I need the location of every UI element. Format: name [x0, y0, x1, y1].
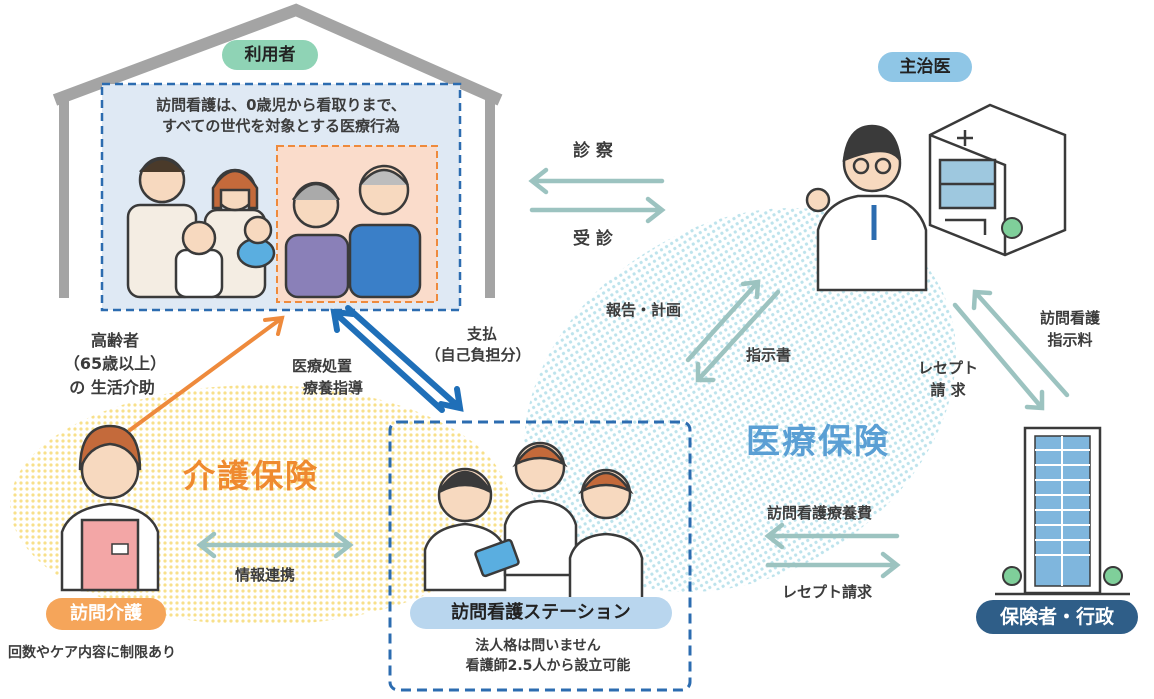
- receipt-seikyu-label: レセプト請求: [782, 583, 873, 601]
- shijiryo-line2: 指示料: [1047, 331, 1093, 349]
- shijisho-label: 指示書: [746, 346, 792, 364]
- doctor-illustration: [805, 124, 928, 292]
- station-note-line1: 法人格は問いません: [475, 638, 601, 654]
- arrow: [196, 167, 1070, 579]
- shochi-line2: 療養指導: [302, 379, 364, 397]
- user-desc-line1: 訪問看護は、0歳児から看取りまで、: [156, 96, 406, 114]
- nurses-illustration: [423, 441, 644, 602]
- shiharai-line2: （自己負担分）: [425, 346, 531, 364]
- receipt-line2: 請 求: [930, 381, 966, 399]
- station-note-line2: 看護師2.5人から設立可能: [465, 658, 631, 674]
- arrow: [330, 305, 464, 413]
- caregiver-illustration: [60, 424, 160, 592]
- station-frame: [388, 420, 692, 692]
- hospital-icon: [928, 103, 1067, 257]
- user-label: 利用者: [222, 40, 318, 70]
- ryoyohi-label: 訪問看護療養費: [767, 504, 873, 522]
- koreisha-line1: 高齢者: [90, 331, 140, 350]
- home-care-note: 回数やケア内容に制限あり: [8, 645, 176, 661]
- jushin-label: 受 診: [573, 229, 613, 249]
- family-illustration: [126, 156, 422, 299]
- koreisha-line3: の 生活介助: [69, 378, 155, 397]
- shijiryo-line1: 訪問看護: [1039, 309, 1101, 327]
- koreisha-line2: （65歳以上）: [63, 354, 167, 373]
- doctor-label: 主治医: [878, 52, 972, 82]
- iryo-zone: [524, 207, 956, 593]
- insurer-label: 保険者・行政: [976, 600, 1138, 634]
- joho-label: 情報連携: [235, 566, 296, 584]
- receipt-line1: レセプト: [917, 359, 979, 377]
- office-building-icon: [995, 426, 1130, 596]
- iryo-zone-label: 医療保険: [746, 422, 890, 462]
- houkoku-label: 報告・計画: [606, 301, 682, 319]
- shiharai-line1: 支払: [466, 325, 498, 343]
- kaigo-zone-label: 介護保険: [183, 457, 320, 495]
- shinsatsu-label: 診 察: [573, 141, 613, 161]
- arrow: [128, 315, 285, 432]
- station-label: 訪問看護ステーション: [410, 597, 672, 629]
- user-desc-line2: すべての世代を対象とする医療行為: [162, 117, 400, 135]
- shochi-line1: 医療処置: [291, 357, 353, 375]
- home-care-label: 訪問介護: [46, 598, 166, 630]
